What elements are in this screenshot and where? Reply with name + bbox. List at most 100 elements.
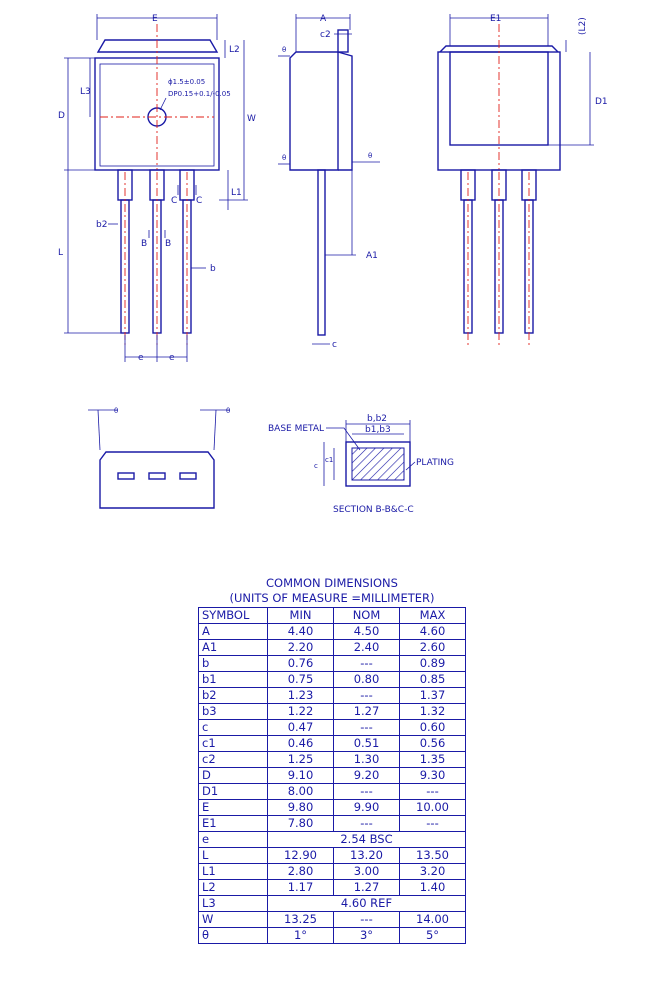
table-symbol-cell: E1 <box>198 815 268 832</box>
dim-l3-label: L3 <box>80 87 91 97</box>
hole-depth-note: DP0.15+0.1/-0.05 <box>168 90 231 98</box>
table-value-cell: 0.80 <box>333 671 400 688</box>
table-value-cell: 0.56 <box>399 735 466 752</box>
table-value-cell: 0.89 <box>399 655 466 672</box>
table-symbol-cell: b3 <box>198 703 268 720</box>
table-symbol-cell: A1 <box>198 639 268 656</box>
table-value-cell: 1.22 <box>267 703 334 720</box>
table-value-cell: 2.80 <box>267 863 334 880</box>
table-value-cell: --- <box>333 687 400 704</box>
table-value-cell: 13.50 <box>399 847 466 864</box>
table-value-cell: 1.35 <box>399 751 466 768</box>
table-symbol-cell: c2 <box>198 751 268 768</box>
section-b1b3-label: b1,b3 <box>365 425 391 435</box>
table-symbol-cell: θ <box>198 927 268 944</box>
table-symbol-cell: E <box>198 799 268 816</box>
table-header-cell: MIN <box>267 607 334 624</box>
table-header-cell: SYMBOL <box>198 607 268 624</box>
base-metal-label: BASE METAL <box>268 424 324 434</box>
dim-d-label: D <box>58 111 65 121</box>
dim-b2-label: b2 <box>96 220 107 230</box>
common-dimensions: COMMON DIMENSIONS (UNITS OF MEASURE =MIL… <box>198 576 466 944</box>
table-value-cell: 13.25 <box>267 911 334 928</box>
table-value-cell: 4.40 <box>267 623 334 640</box>
table-symbol-cell: D1 <box>198 783 268 800</box>
table-subtitle: (UNITS OF MEASURE =MILLIMETER) <box>229 591 435 605</box>
section-view: b,b2 b1,b3 BASE METAL PLATING c c1 SECTI… <box>268 414 454 515</box>
table-header-cell: NOM <box>333 607 400 624</box>
table-value-cell: 9.20 <box>333 767 400 784</box>
table-value-cell: 3.20 <box>399 863 466 880</box>
side-theta-bottom-right: θ <box>368 152 372 160</box>
table-symbol-cell: L <box>198 847 268 864</box>
table-value-cell: 1.25 <box>267 751 334 768</box>
table-value-cell: 14.00 <box>399 911 466 928</box>
side-view: A c2 θ θ θ A1 c <box>278 14 380 350</box>
table-value-cell: 1.27 <box>333 879 400 896</box>
section-caption: SECTION B-B&C-C <box>333 505 414 515</box>
table-value-cell: 0.75 <box>267 671 334 688</box>
table-value-cell: 13.20 <box>333 847 400 864</box>
table-symbol-cell: b <box>198 655 268 672</box>
front-view: E L2 W L1 D L3 L b2 b B B C C <box>58 14 256 363</box>
table-symbol-cell: L1 <box>198 863 268 880</box>
table-symbol-cell: b2 <box>198 687 268 704</box>
table-title: COMMON DIMENSIONS <box>266 576 398 590</box>
table-value-cell: 1.17 <box>267 879 334 896</box>
table-symbol-cell: L3 <box>198 895 268 912</box>
table-value-cell: 10.00 <box>399 799 466 816</box>
table-symbol-cell: D <box>198 767 268 784</box>
table-value-cell: 4.60 <box>399 623 466 640</box>
table-value-cell: 1.37 <box>399 687 466 704</box>
table-value-cell: --- <box>333 783 400 800</box>
back-view: E1 (L2) D1 <box>437 14 608 345</box>
table-value-cell: 0.76 <box>267 655 334 672</box>
hole-diameter-note: ϕ1.5±0.05 <box>168 78 205 86</box>
table-value-cell: 3.00 <box>333 863 400 880</box>
table-value-cell: 9.10 <box>267 767 334 784</box>
table-value-cell: 0.46 <box>267 735 334 752</box>
dim-a1-label: A1 <box>366 251 378 261</box>
table-value-cell: 12.90 <box>267 847 334 864</box>
dim-l-label: L <box>58 248 63 258</box>
table-symbol-cell: W <box>198 911 268 928</box>
table-value-cell: 9.30 <box>399 767 466 784</box>
table-value-cell: 1.27 <box>333 703 400 720</box>
dim-e1-label: E1 <box>490 14 501 24</box>
dim-e-pitch-1: e <box>138 353 144 363</box>
table-symbol-cell: L2 <box>198 879 268 896</box>
table-value-cell: 1.40 <box>399 879 466 896</box>
table-symbol-cell: c1 <box>198 735 268 752</box>
table-value-cell: 4.50 <box>333 623 400 640</box>
table-value-cell: --- <box>399 815 466 832</box>
section-b-right: B <box>165 239 171 249</box>
table-value-cell: 0.85 <box>399 671 466 688</box>
table-value-cell: 0.60 <box>399 719 466 736</box>
table-value-cell: 2.54 BSC <box>267 831 466 848</box>
table-symbol-cell: c <box>198 719 268 736</box>
dim-c2-label: c2 <box>320 30 331 40</box>
table-value-cell: 8.00 <box>267 783 334 800</box>
package-drawing: E L2 W L1 D L3 L b2 b B B C C <box>58 14 608 515</box>
table-value-cell: --- <box>333 911 400 928</box>
plating-label: PLATING <box>416 458 454 468</box>
table-symbol-cell: e <box>198 831 268 848</box>
side-theta-bottom-left: θ <box>282 154 286 162</box>
bottom-theta-left: θ <box>114 407 118 415</box>
dim-a-label: A <box>320 14 327 24</box>
table-value-cell: --- <box>333 655 400 672</box>
